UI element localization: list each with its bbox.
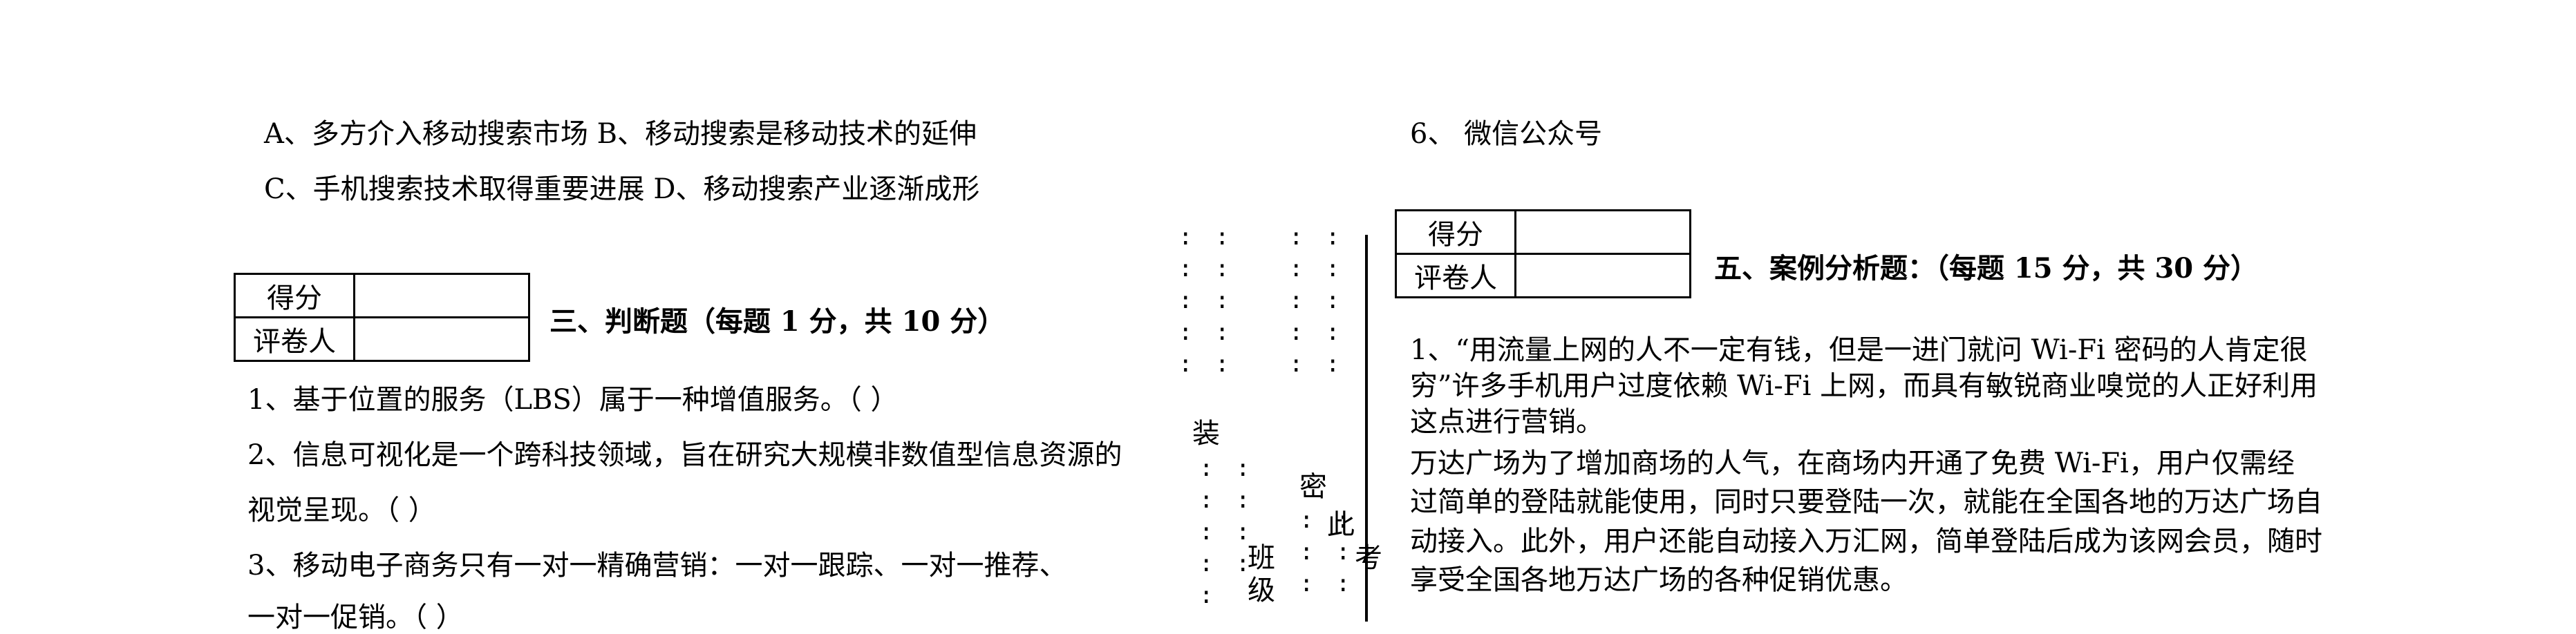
binding-dots-3: : : : : : : : : : bbox=[1199, 454, 1254, 609]
column-divider bbox=[1365, 235, 1368, 622]
score-cell[interactable] bbox=[353, 273, 530, 318]
binding-dots-4: : : : : : : bbox=[1299, 506, 1355, 597]
question-3: 3、移动电子商务只有一对一精确营销：一对一跟踪、一对一推荐、 bbox=[247, 550, 1067, 582]
option-line-cd: C、手机搜索技术取得重要进展 D、移动搜索产业逐渐成形 bbox=[264, 173, 980, 205]
option-line-ab: A、多方介入移动搜索市场 B、移动搜索是移动技术的延伸 bbox=[264, 118, 977, 150]
case-line-7: 享受全国各地万达广场的各种促销优惠。 bbox=[1410, 564, 1908, 596]
score-table-right: 得分 评卷人 bbox=[1395, 209, 1691, 298]
case-line-5: 过简单的登陆就能使用，同时只要登陆一次，就能在全国各地的万达广场自 bbox=[1410, 486, 2322, 518]
binding-dots-2: : : : : : : : : : : bbox=[1289, 223, 1344, 378]
binding-char-ban: 班 bbox=[1248, 542, 1275, 574]
binding-char-zhuang: 装 bbox=[1192, 418, 1220, 450]
grader-cell[interactable] bbox=[1514, 253, 1691, 298]
question-2-cont: 视觉呈现。（ ） bbox=[247, 494, 436, 526]
score-table-left: 得分 评卷人 bbox=[234, 273, 530, 362]
section-title-case: 五、案例分析题：（每题 15 分，共 30 分） bbox=[1714, 252, 2259, 285]
section-title-judgement: 三、判断题（每题 1 分，共 10 分） bbox=[549, 305, 1006, 338]
grader-label: 评卷人 bbox=[1395, 253, 1516, 298]
binding-char-ci: 此 bbox=[1327, 509, 1355, 541]
case-line-2: 穷”许多手机用户过度依赖 Wi-Fi 上网，而具有敏锐商业嗅觉的人正好利用 bbox=[1410, 370, 2318, 402]
case-line-6: 动接入。此外，用户还能自动接入万汇网，简单登陆后成为该网会员，随时 bbox=[1410, 526, 2322, 557]
case-line-4: 万达广场为了增加商场的人气，在商场内开通了免费 Wi-Fi，用户仅需经 bbox=[1410, 448, 2295, 479]
score-label: 得分 bbox=[234, 273, 355, 318]
question-3-cont: 一对一促销。（ ） bbox=[247, 602, 464, 633]
binding-char-kao: 考 bbox=[1355, 542, 1382, 574]
binding-dots-1: : : : : : : : : : : bbox=[1178, 223, 1234, 378]
binding-char-mi: 密 bbox=[1299, 471, 1327, 503]
question-2: 2、信息可视化是一个跨科技领域，旨在研究大规模非数值型信息资源的 bbox=[247, 439, 1122, 471]
question-1: 1、基于位置的服务（LBS）属于一种增值服务。（ ） bbox=[247, 384, 899, 416]
case-line-1: 1、“用流量上网的人不一定有钱，但是一进门就问 Wi-Fi 密码的人肯定很 bbox=[1410, 334, 2308, 366]
item-6-wechat: 6、 微信公众号 bbox=[1410, 118, 1603, 150]
binding-char-ji: 级 bbox=[1248, 575, 1275, 606]
grader-cell[interactable] bbox=[353, 316, 530, 362]
score-cell[interactable] bbox=[1514, 209, 1691, 255]
score-label: 得分 bbox=[1395, 209, 1516, 255]
grader-label: 评卷人 bbox=[234, 316, 355, 362]
case-line-3: 这点进行营销。 bbox=[1410, 406, 1604, 438]
